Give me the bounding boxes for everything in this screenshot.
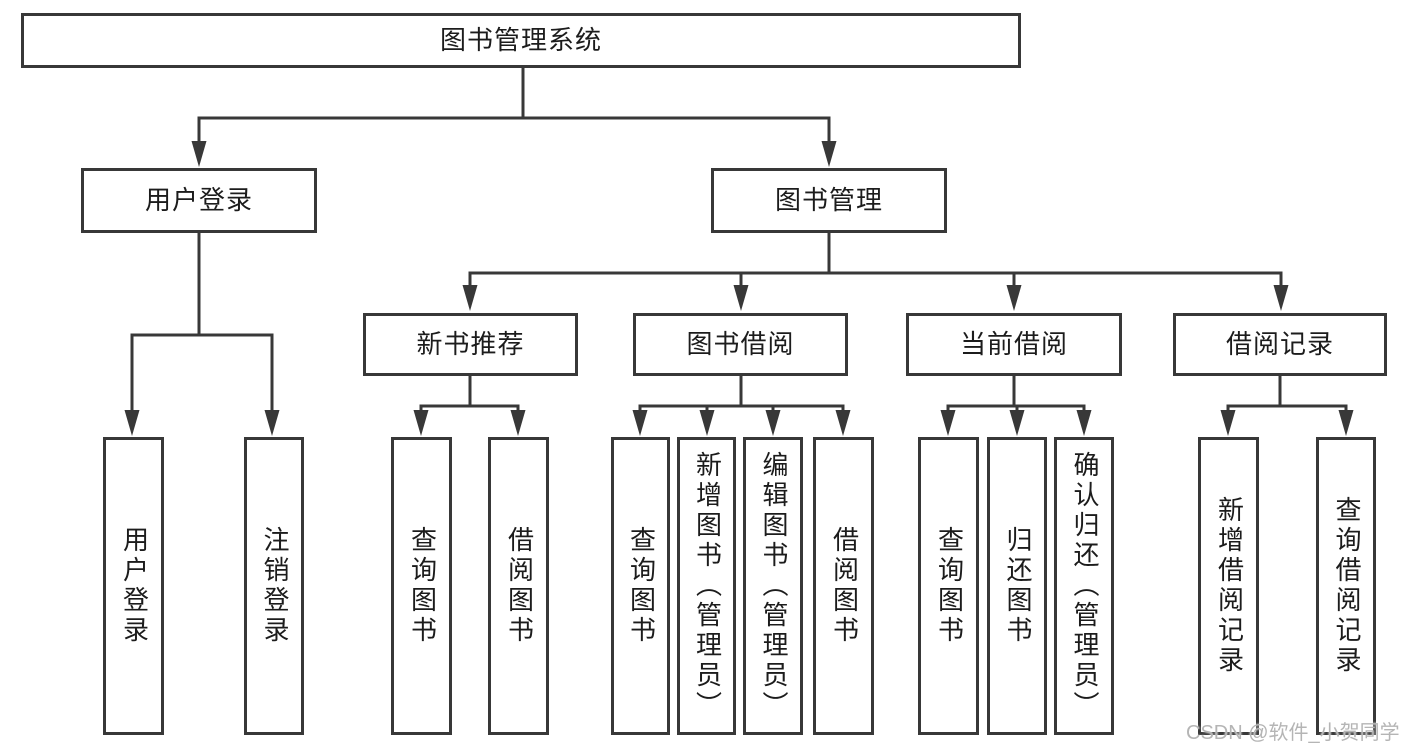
node-nb-query: 查询图书 <box>391 437 452 735</box>
node-book-borrow: 图书借阅 <box>633 313 848 376</box>
node-cb-query: 查询图书 <box>918 437 979 735</box>
node-bb-edit: 编辑图书（管理员） <box>743 437 803 735</box>
node-nb-borrow: 借阅图书 <box>488 437 549 735</box>
node-bb-query: 查询图书 <box>611 437 670 735</box>
node-cb-return: 归还图书 <box>987 437 1047 735</box>
watermark: CSDN @软件_小贺同学 <box>1186 722 1400 744</box>
node-br-add: 新增借阅记录 <box>1198 437 1259 735</box>
node-bb-add: 新增图书（管理员） <box>677 437 736 735</box>
node-new-book-rec: 新书推荐 <box>363 313 578 376</box>
node-br-query: 查询借阅记录 <box>1316 437 1376 735</box>
node-v-logout: 注销登录 <box>244 437 304 735</box>
node-borrow-record: 借阅记录 <box>1173 313 1387 376</box>
node-root: 图书管理系统 <box>21 13 1021 68</box>
node-book-mgmt: 图书管理 <box>711 168 947 233</box>
node-current-borrow: 当前借阅 <box>906 313 1122 376</box>
node-bb-borrow: 借阅图书 <box>813 437 874 735</box>
node-v-user-login: 用户登录 <box>103 437 164 735</box>
node-cb-confirm: 确认归还（管理员） <box>1054 437 1114 735</box>
node-user-login: 用户登录 <box>81 168 317 233</box>
